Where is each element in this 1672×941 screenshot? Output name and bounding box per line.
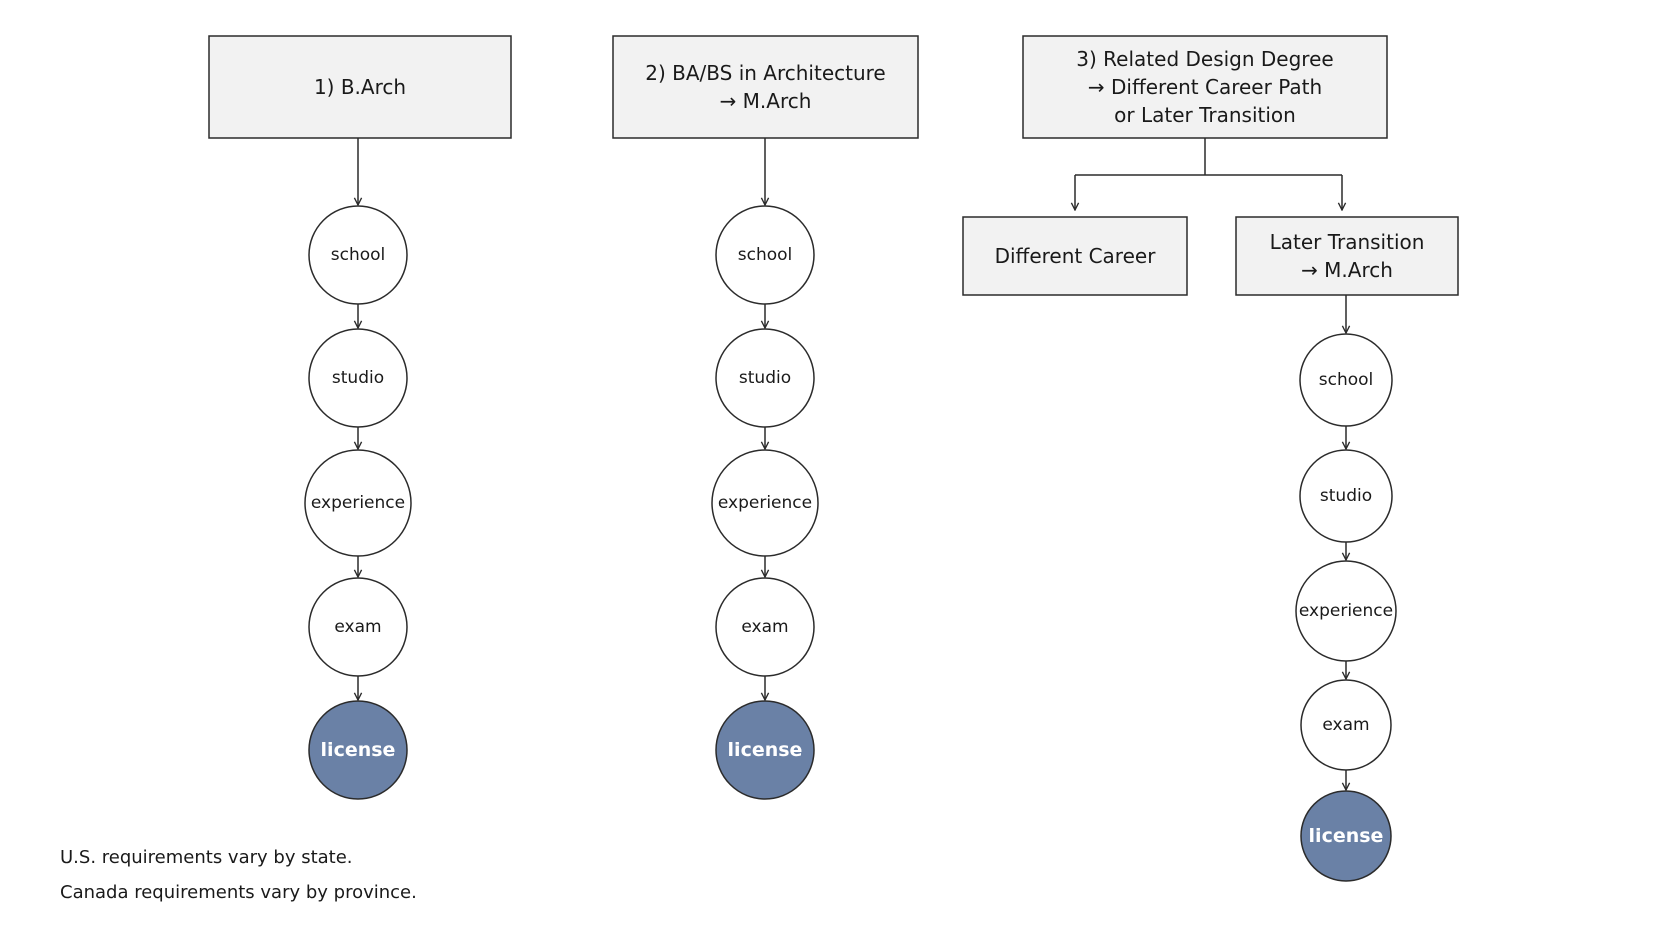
branch-box-later-transition-frame: [1235, 216, 1459, 296]
step-school-circle: [715, 205, 815, 305]
step-studio-circle: [715, 328, 815, 428]
step-experience: experience: [1295, 560, 1397, 662]
step-exam-label: exam: [334, 617, 381, 637]
note-canada: Canada requirements vary by province.: [60, 882, 417, 903]
path-box-ba-bs: 2) BA/BS in Architecture → M.Arch: [612, 35, 919, 139]
step-studio-label: studio: [739, 368, 791, 388]
step-experience-circle: [1295, 560, 1397, 662]
path-box-related-design-line: → Different Career Path: [1088, 75, 1322, 99]
note-us: U.S. requirements vary by state.: [60, 847, 353, 868]
path-box-related-design-line: or Later Transition: [1114, 103, 1296, 127]
branch-box-later-transition-line: → M.Arch: [1301, 258, 1393, 282]
step-license: license: [1300, 790, 1392, 882]
step-exam-label: exam: [741, 617, 788, 637]
step-experience: experience: [304, 449, 412, 557]
path-box-barch-frame: [208, 35, 512, 139]
step-exam: exam: [308, 577, 408, 677]
step-experience: experience: [711, 449, 819, 557]
branch-box-different-career-frame: [962, 216, 1188, 296]
step-exam-circle: [308, 577, 408, 677]
branch-box-different-career: Different Career: [962, 216, 1188, 296]
step-studio: studio: [715, 328, 815, 428]
path-box-related-design-frame: [1022, 35, 1388, 139]
path-box-ba-bs-frame: [612, 35, 919, 139]
step-license-circle: [715, 700, 815, 800]
step-experience-circle: [711, 449, 819, 557]
step-school: school: [308, 205, 408, 305]
step-school-label: school: [331, 245, 386, 265]
step-studio: studio: [308, 328, 408, 428]
step-school-circle: [308, 205, 408, 305]
path-box-related-design-line: 3) Related Design Degree: [1076, 47, 1333, 71]
path-box-barch-line: 1) B.Arch: [314, 75, 406, 99]
step-exam: exam: [1300, 679, 1392, 771]
step-school: school: [1299, 333, 1393, 427]
step-exam-label: exam: [1322, 715, 1369, 735]
step-license: license: [308, 700, 408, 800]
step-exam-circle: [1300, 679, 1392, 771]
step-exam: exam: [715, 577, 815, 677]
branch-box-later-transition: Later Transition → M.Arch: [1235, 216, 1459, 296]
step-license-label: license: [728, 739, 803, 761]
step-exam-circle: [715, 577, 815, 677]
branch-box-different-career-line: Different Career: [995, 244, 1157, 268]
step-studio: studio: [1299, 449, 1393, 543]
step-experience-label: experience: [1299, 601, 1393, 621]
step-school-label: school: [1319, 370, 1374, 390]
path-box-related-design: 3) Related Design Degree → Different Care…: [1022, 35, 1388, 139]
path-box-ba-bs-line: → M.Arch: [720, 89, 812, 113]
step-experience-circle: [304, 449, 412, 557]
step-school-circle: [1299, 333, 1393, 427]
step-license-label: license: [321, 739, 396, 761]
step-studio-label: studio: [332, 368, 384, 388]
step-experience-label: experience: [311, 493, 405, 513]
step-license-circle: [308, 700, 408, 800]
step-license: license: [715, 700, 815, 800]
branch-box-later-transition-line: Later Transition: [1270, 230, 1425, 254]
path-box-ba-bs-line: 2) BA/BS in Architecture: [645, 61, 885, 85]
step-school: school: [715, 205, 815, 305]
step-license-circle: [1300, 790, 1392, 882]
branch-connector: [1075, 138, 1342, 176]
footnotes: U.S. requirements vary by state. Canada …: [60, 848, 417, 918]
path-box-barch: 1) B.Arch: [208, 35, 512, 139]
step-studio-circle: [1299, 449, 1393, 543]
step-license-label: license: [1309, 825, 1384, 847]
step-studio-label: studio: [1320, 486, 1372, 506]
step-experience-label: experience: [718, 493, 812, 513]
step-school-label: school: [738, 245, 793, 265]
step-studio-circle: [308, 328, 408, 428]
